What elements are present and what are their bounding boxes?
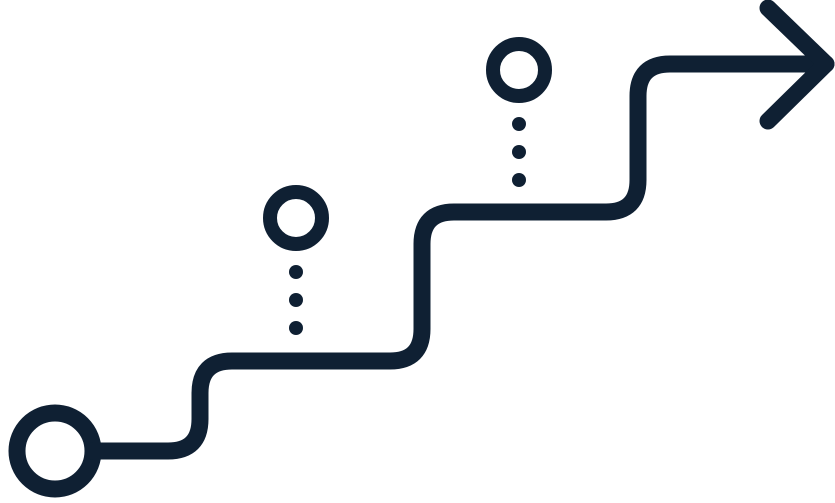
milestone-dot-1b <box>289 293 303 307</box>
milestone-dot-1a <box>289 265 303 279</box>
milestone-dot-2a <box>512 117 526 131</box>
milestone-marker-circle-1 <box>263 185 329 251</box>
start-circle-icon <box>8 404 102 498</box>
milestone-marker-circle-2 <box>486 37 552 103</box>
milestone-dot-2c <box>512 173 526 187</box>
milestone-dot-2b <box>512 145 526 159</box>
step-path-line <box>84 55 835 460</box>
milestone-dot-1c <box>289 321 303 335</box>
arrow-head-icon <box>759 0 835 130</box>
